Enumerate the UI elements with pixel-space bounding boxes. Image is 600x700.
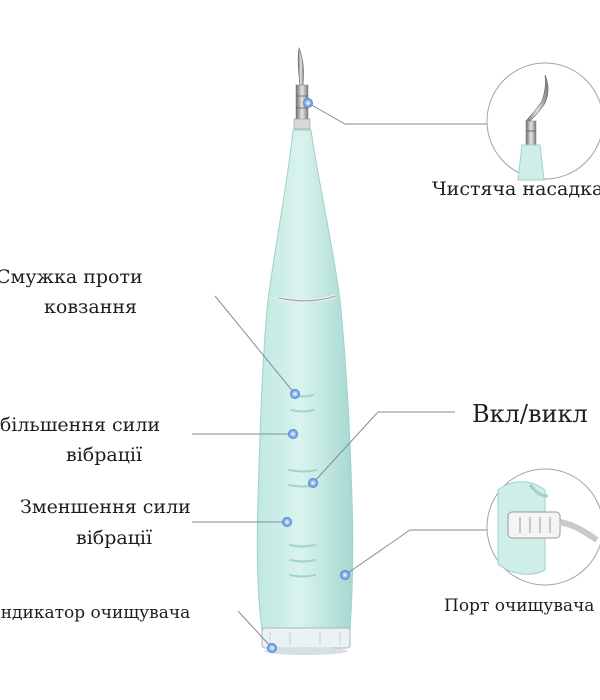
- dot-tip: [303, 98, 313, 108]
- label-cleaning-tip: Чистяча насадка: [432, 178, 600, 200]
- label-decrease-line1: Зменшення сили: [20, 496, 191, 518]
- label-anti-slip-line1: Смужка проти: [0, 266, 143, 288]
- metal-scaler-tip: [293, 46, 311, 130]
- dot-anti-slip: [290, 389, 300, 399]
- label-increase-line1: Збільшення сили: [0, 414, 161, 436]
- label-charging-port: Порт очищувача: [444, 596, 595, 616]
- dot-port: [340, 570, 350, 580]
- callout-circle-port: [486, 468, 600, 586]
- dot-decrease: [282, 517, 292, 527]
- label-decrease-line2: вібрації: [76, 527, 153, 549]
- indicator-cap: [261, 627, 351, 655]
- dot-power: [308, 478, 318, 488]
- callout-dots: [267, 98, 350, 653]
- label-anti-slip-line2: ковзання: [44, 296, 138, 318]
- device-body: [256, 129, 354, 631]
- dot-increase: [288, 429, 298, 439]
- leader-lines: [192, 102, 490, 649]
- label-increase-line2: вібрації: [66, 444, 143, 466]
- label-indicator: Індикатор очищувача: [0, 603, 191, 623]
- callout-circle-tip: [486, 62, 600, 181]
- dot-indicator: [267, 643, 277, 653]
- label-power: Вкл/викл: [472, 400, 588, 428]
